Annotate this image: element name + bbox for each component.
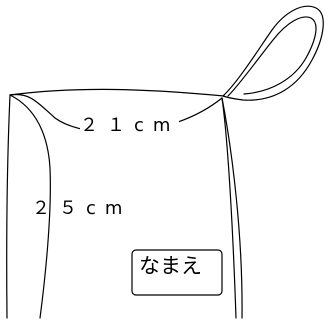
strap-loop-outer — [222, 5, 324, 101]
bag-left-edge — [6, 94, 11, 319]
bag-right-edge — [221, 97, 243, 319]
height-measurement-label: ２５cm — [32, 198, 132, 219]
width-measurement-label: ２１cm — [80, 115, 180, 136]
bag-opening-line — [9, 88, 225, 97]
name-tag-label: なまえ — [139, 254, 202, 278]
strap-loop-inner — [227, 16, 317, 97]
bag-right-fold — [221, 97, 237, 319]
name-box-outline — [131, 249, 223, 296]
bag-left-fold — [9, 94, 51, 319]
bag-top-edge — [9, 93, 223, 134]
